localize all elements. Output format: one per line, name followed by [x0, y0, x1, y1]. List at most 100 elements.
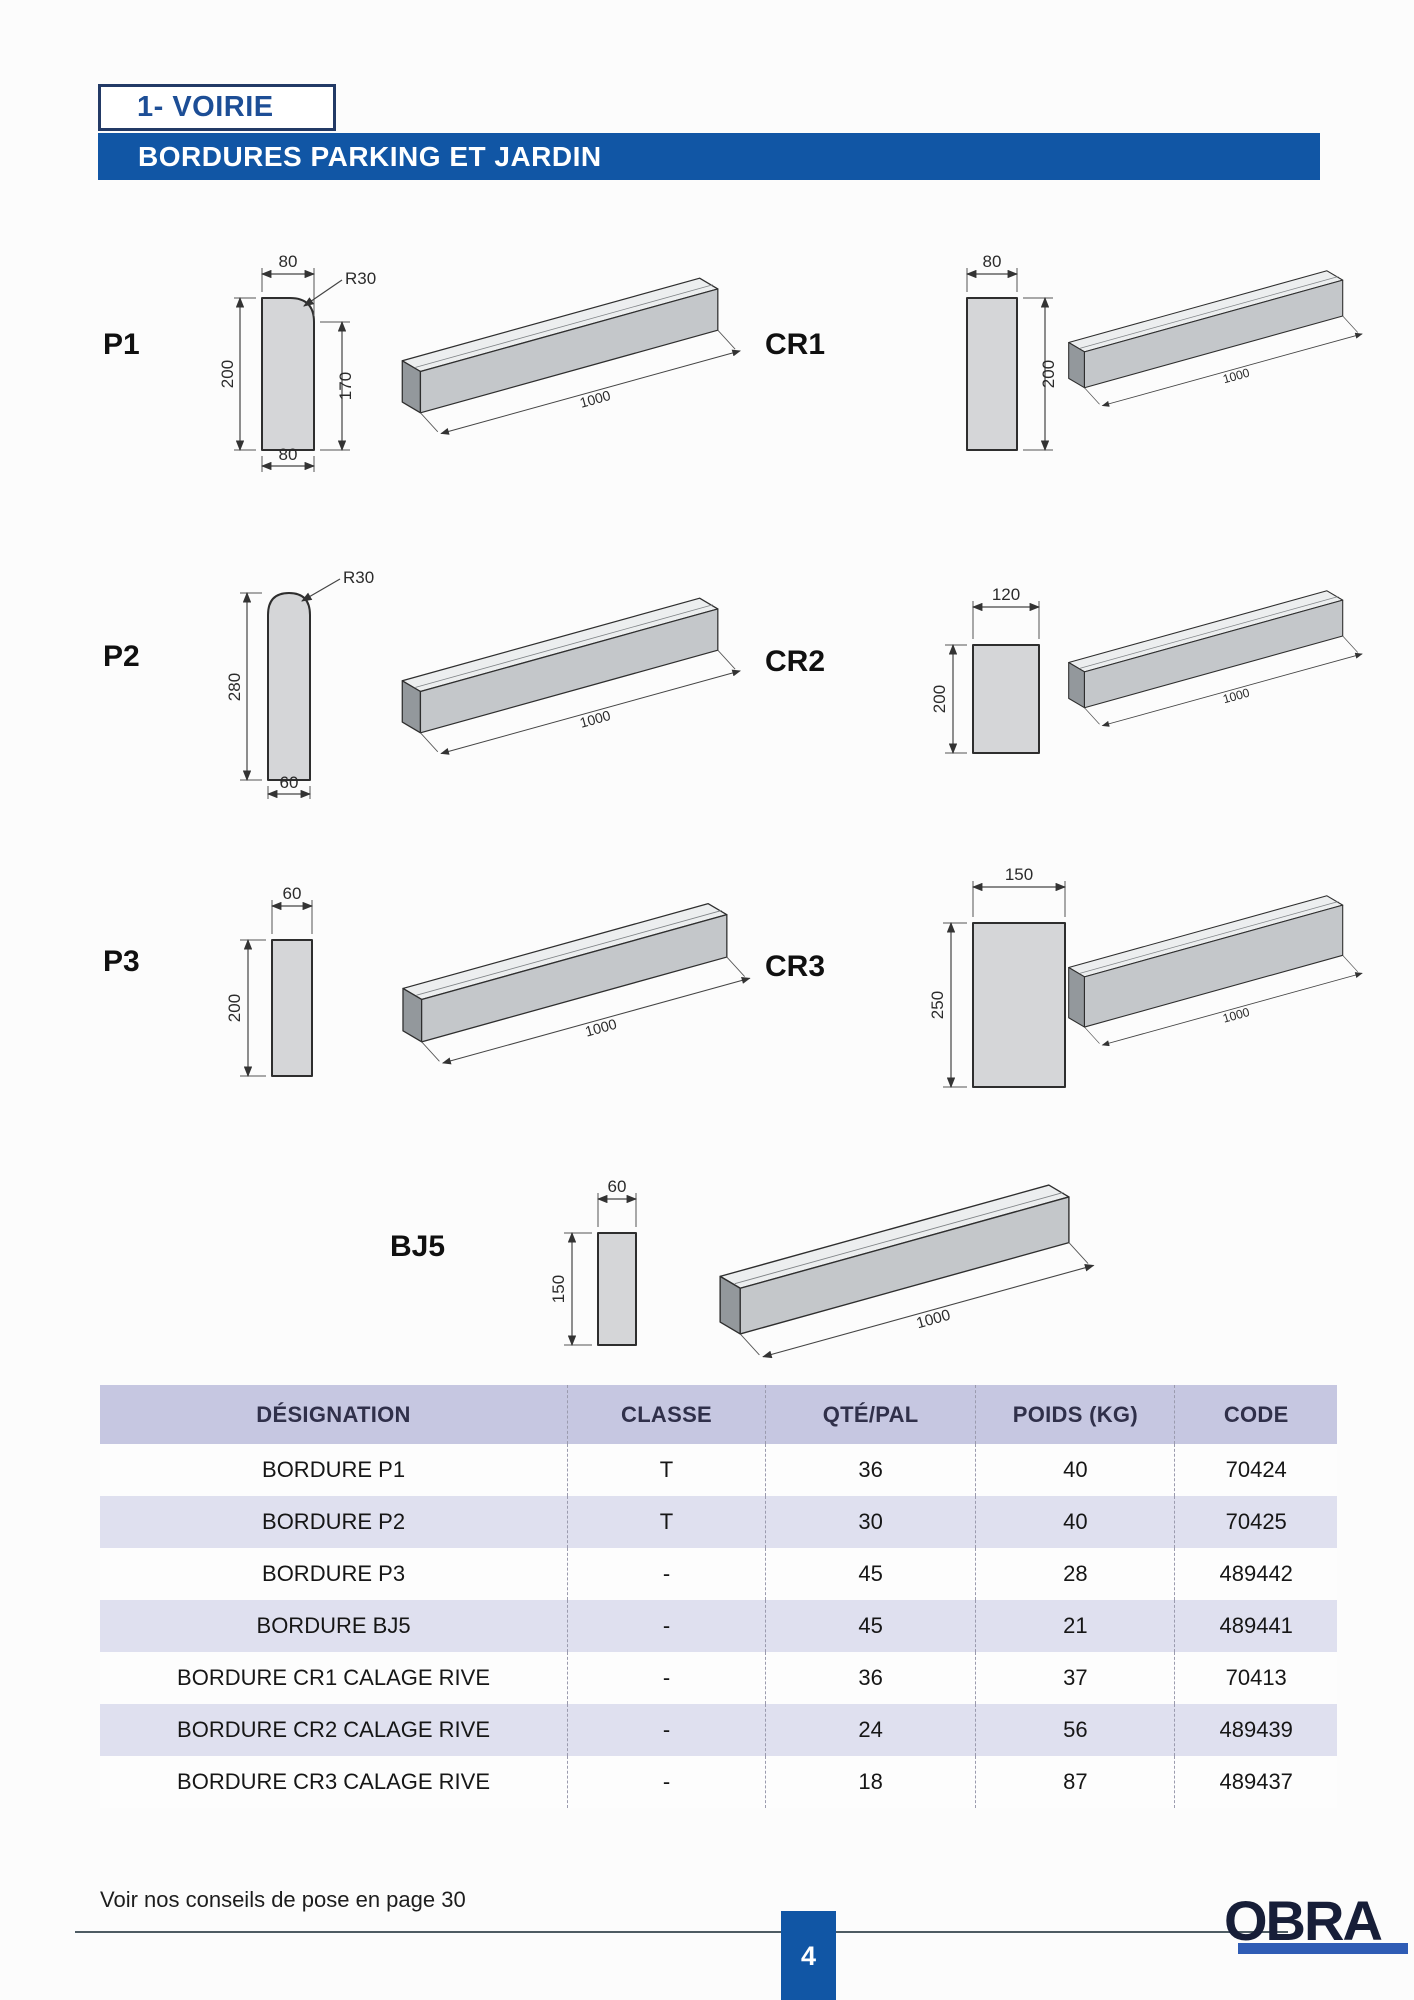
cell-classe: -: [567, 1600, 766, 1652]
bj5-dim-height: 150: [549, 1275, 568, 1303]
cr1-cross-section: 80 200: [965, 252, 1058, 452]
cr3-dim-width-top: 150: [1005, 865, 1033, 884]
cr1-dim-length: 1000: [1221, 366, 1251, 387]
p1-dim-length: 1000: [578, 387, 613, 411]
cr2-3d-view: 1000: [1068, 590, 1363, 727]
header-poids-kg: POIDS (KG): [975, 1385, 1176, 1444]
p2-dim-height: 280: [225, 673, 244, 701]
cell-designation: BORDURE CR3 CALAGE RIVE: [100, 1756, 569, 1808]
cell-classe: -: [567, 1704, 766, 1756]
table-row: BORDURE CR2 CALAGE RIVE - 24 56 489439: [100, 1704, 1337, 1756]
figure-bj5-label: BJ5: [390, 1230, 446, 1263]
cell-poids-kg: 37: [975, 1652, 1176, 1704]
page-title-banner: BORDURES PARKING ET JARDIN: [98, 133, 1320, 180]
cell-designation: BORDURE BJ5: [100, 1600, 569, 1652]
cell-qte-pal: 36: [765, 1652, 977, 1704]
table-row: BORDURE P3 - 45 28 489442: [100, 1548, 1337, 1600]
cell-code: 70425: [1225, 1509, 1287, 1534]
figure-p1-label: P1: [103, 328, 140, 361]
section-tab: 1- VOIRIE: [98, 84, 336, 131]
bj5-3d-view: 1000: [719, 1184, 1095, 1359]
cell-poids-kg: 21: [975, 1600, 1176, 1652]
p1-dim-width-bottom: 80: [279, 445, 298, 464]
table-row: BORDURE BJ5 - 45 21 489441: [100, 1600, 1337, 1652]
table-row: BORDURE CR3 CALAGE RIVE - 18 87 489437: [100, 1756, 1337, 1808]
cell-code: 489439: [1219, 1717, 1293, 1742]
p1-3d-view: 1000: [401, 277, 741, 435]
cr3-dim-length: 1000: [1221, 1005, 1251, 1026]
cell-qte-pal: 36: [765, 1444, 977, 1496]
cell-qte-pal: 24: [765, 1704, 977, 1756]
obra-logo-underline: [1238, 1943, 1408, 1954]
cell-classe: -: [567, 1652, 766, 1704]
section-tab-label: 1- VOIRIE: [137, 91, 274, 123]
cell-classe: T: [567, 1496, 766, 1548]
cell-code: 70424: [1225, 1457, 1287, 1482]
figure-p2: P2 R30 280 60 1000: [85, 545, 745, 805]
figure-p1: P1 80 R30 200 170 80 1000: [85, 240, 745, 485]
footer-divider: [75, 1931, 1288, 1933]
figure-cr1: CR1 80 200 1000: [735, 240, 1395, 485]
p1-dim-height: 200: [218, 360, 237, 388]
cell-designation: BORDURE P2: [100, 1496, 569, 1548]
cell-designation: BORDURE P3: [100, 1548, 569, 1600]
p2-dim-radius: R30: [343, 568, 374, 587]
cell-qte-pal: 18: [765, 1756, 977, 1808]
p3-3d-view: 1000: [402, 903, 751, 1065]
cell-poids-kg: 40: [975, 1496, 1176, 1548]
header-designation: DÉSIGNATION: [100, 1385, 569, 1444]
figure-cr3: CR3 150 250 1000: [735, 845, 1395, 1135]
figure-cr2: CR2 120 200 1000: [735, 545, 1395, 805]
obra-logo-text: OBRA: [1224, 1889, 1383, 1952]
header-code: CODE: [1174, 1385, 1337, 1444]
cell-poids-kg: 40: [975, 1444, 1176, 1496]
cr3-cross-section: 150 250: [928, 865, 1067, 1089]
cell-code: 489441: [1219, 1613, 1293, 1638]
p3-cross-section: 60 200: [225, 884, 314, 1078]
bj5-cross-section: 60 150: [549, 1177, 638, 1347]
cell-designation: BORDURE P1: [100, 1444, 569, 1496]
figure-p3: P3 60 200 1000: [85, 860, 751, 1120]
cell-poids-kg: 56: [975, 1704, 1176, 1756]
cr3-3d-view: 1000: [1068, 895, 1363, 1047]
cr1-dim-height: 200: [1039, 360, 1058, 388]
cell-code: 70413: [1225, 1665, 1287, 1690]
figure-p3-label: P3: [103, 945, 140, 978]
cell-classe: -: [567, 1548, 766, 1600]
page-number-box: 4: [781, 1911, 836, 2000]
table-row: BORDURE CR1 CALAGE RIVE - 36 37 70413: [100, 1652, 1337, 1704]
page-title: BORDURES PARKING ET JARDIN: [138, 140, 602, 172]
cell-classe: T: [567, 1444, 766, 1496]
p3-dim-height: 200: [225, 994, 244, 1022]
p2-dim-length: 1000: [578, 707, 613, 731]
cell-poids-kg: 28: [975, 1548, 1176, 1600]
table-row: BORDURE P2 T 30 40 70425: [100, 1496, 1337, 1548]
p1-dim-radius: R30: [345, 269, 376, 288]
product-table: DÉSIGNATION CLASSE QTÉ/PAL POIDS (KG) CO…: [100, 1385, 1337, 1808]
p3-dim-length: 1000: [584, 1017, 619, 1041]
figure-cr3-label: CR3: [765, 950, 826, 983]
cr1-dim-width-top: 80: [983, 252, 1002, 271]
cell-poids-kg: 87: [975, 1756, 1176, 1808]
cr3-dim-height: 250: [928, 991, 947, 1019]
cr2-dim-length: 1000: [1221, 686, 1251, 707]
bj5-dim-width-top: 60: [608, 1177, 627, 1196]
cell-qte-pal: 45: [765, 1600, 977, 1652]
p2-dim-width-bottom: 60: [280, 773, 299, 792]
p1-dim-width-top: 80: [279, 252, 298, 271]
cell-designation: BORDURE CR2 CALAGE RIVE: [100, 1704, 569, 1756]
figure-bj5: BJ5 60 150 1000: [330, 1145, 1130, 1385]
cr1-3d-view: 1000: [1068, 270, 1363, 407]
p2-3d-view: 1000: [401, 597, 741, 755]
cell-code: 489442: [1219, 1561, 1293, 1586]
table-header-row: DÉSIGNATION CLASSE QTÉ/PAL POIDS (KG) CO…: [100, 1385, 1337, 1444]
cr2-cross-section: 120 200: [930, 585, 1041, 755]
bj5-dim-length: 1000: [915, 1307, 953, 1333]
cr2-dim-height: 200: [930, 685, 949, 713]
figure-p2-label: P2: [103, 640, 140, 673]
footer-note: Voir nos conseils de pose en page 30: [100, 1887, 466, 1912]
cell-classe: -: [567, 1756, 766, 1808]
header-qte-pal: QTÉ/PAL: [765, 1385, 977, 1444]
cell-qte-pal: 30: [765, 1496, 977, 1548]
figure-cr2-label: CR2: [765, 645, 826, 678]
